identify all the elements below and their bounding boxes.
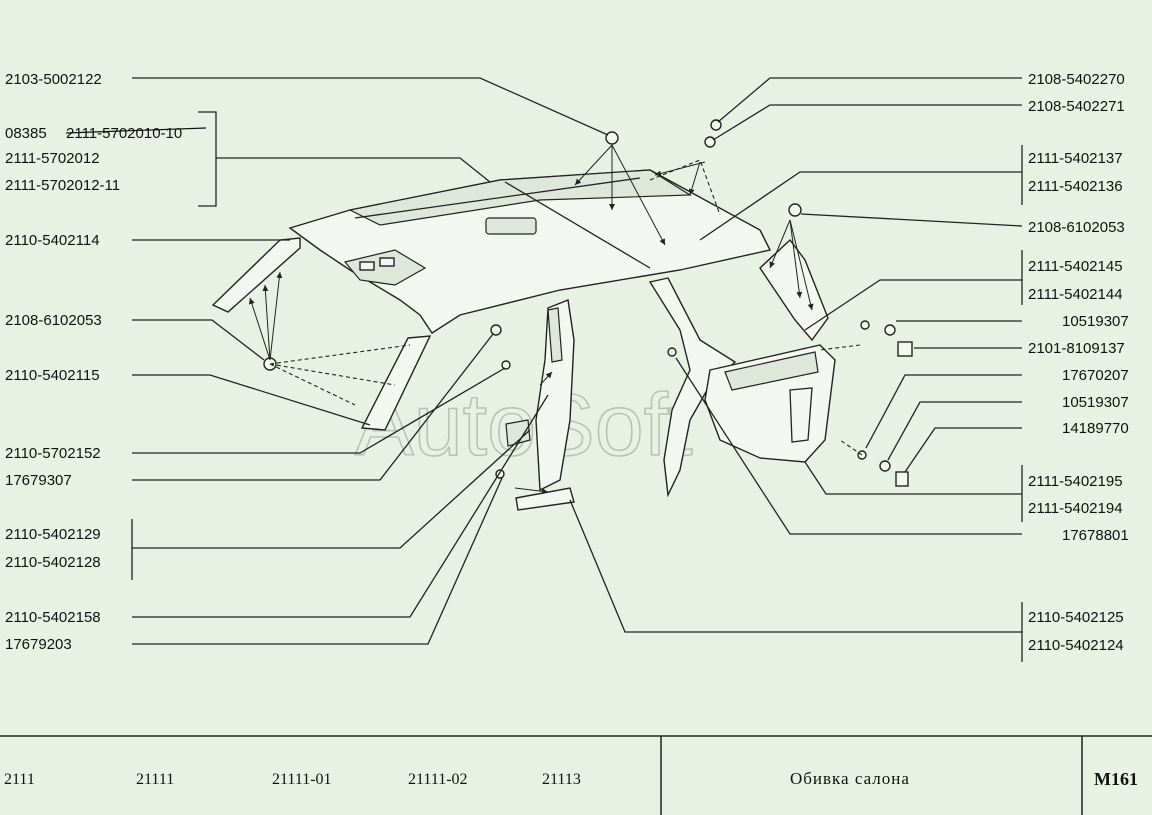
label-17679203: 17679203 <box>5 636 72 653</box>
label-2101-8109137: 2101-8109137 <box>1028 340 1125 357</box>
footer-model-2: 21111 <box>136 771 174 788</box>
label-2108-5402270: 2108-5402270 <box>1028 71 1125 88</box>
clip-visor-a <box>710 119 722 131</box>
sunroof-line <box>504 181 651 269</box>
label-17679307: 17679307 <box>5 472 72 489</box>
washer-10519307 <box>884 324 896 336</box>
label-2108-5402271: 2108-5402271 <box>1028 98 1125 115</box>
pillar-trim-front-left <box>211 237 301 313</box>
pillar-trim-middle-left <box>360 335 432 431</box>
lamp-left <box>359 261 375 271</box>
strike-line <box>65 127 207 134</box>
label-2110-5402114: 2110-5402114 <box>5 232 100 249</box>
label-2110-5402129: 2110-5402129 <box>5 526 101 543</box>
footer-code: M161 <box>1094 769 1138 789</box>
drawing <box>211 119 913 511</box>
footer: 2111 21111 21111-01 21111-02 21113 Обивк… <box>0 735 1152 815</box>
label-2111-5402144: 2111-5402144 <box>1028 286 1123 303</box>
pillar-b-upper-detail <box>547 307 563 363</box>
leader-lines <box>131 77 1023 662</box>
clip-rear-pillar <box>788 203 802 217</box>
dome-light-opening <box>485 217 537 235</box>
labels-left: 2103-5002122 08385 2111-5702010-10 2111-… <box>5 71 207 653</box>
pillar-b-lower-trim <box>515 487 575 511</box>
label-2111-5702012: 2111-5702012 <box>5 150 100 167</box>
footer-model-5: 21113 <box>542 771 581 788</box>
clip-visor-b <box>704 136 716 148</box>
screw-10519307-top <box>860 320 870 330</box>
label-2111-5402195: 2111-5402195 <box>1028 473 1123 490</box>
label-2111-5702010-10: 2111-5702010-10 <box>66 125 182 142</box>
label-10519307-b: 10519307 <box>1062 394 1129 411</box>
footer-model-4: 21111-02 <box>408 771 468 788</box>
label-2110-5702152: 2110-5702152 <box>5 445 101 462</box>
labels-right: 2108-5402270 2108-5402271 2111-5402137 2… <box>1028 71 1129 654</box>
label-2111-5402194: 2111-5402194 <box>1028 500 1123 517</box>
clip-14189770 <box>895 471 909 487</box>
label-2111-5702012-11: 2111-5702012-11 <box>5 177 120 194</box>
label-2108-6102053-left: 2108-6102053 <box>5 312 102 329</box>
label-14189770: 14189770 <box>1062 420 1129 437</box>
washer-10519307-lower <box>879 460 891 472</box>
screw-5702152 <box>501 360 511 370</box>
label-2110-5402124: 2110-5402124 <box>1028 637 1124 654</box>
label-2110-5402125: 2110-5402125 <box>1028 609 1124 626</box>
label-17678801: 17678801 <box>1062 527 1129 544</box>
label-2110-5402128: 2110-5402128 <box>5 554 101 571</box>
plug-17679307 <box>490 324 502 336</box>
footer-title: Обивка салона <box>790 769 910 788</box>
headliner-crease <box>354 177 641 219</box>
label-2110-5402115: 2110-5402115 <box>5 367 100 384</box>
label-17670207: 17670207 <box>1062 367 1129 384</box>
label-2111-5402136: 2111-5402136 <box>1028 178 1123 195</box>
label-08385: 08385 <box>5 125 47 142</box>
label-2103-5002122: 2103-5002122 <box>5 71 102 88</box>
label-2108-6102053-right: 2108-6102053 <box>1028 219 1125 236</box>
footer-model-3: 21111-01 <box>272 771 332 788</box>
clip-headliner <box>605 131 619 145</box>
quarter-trim-pocket <box>789 387 813 443</box>
quarter-trim-top <box>724 351 819 391</box>
label-2111-5402145: 2111-5402145 <box>1028 258 1123 275</box>
clip-8109137 <box>897 341 913 357</box>
label-2111-5402137: 2111-5402137 <box>1028 150 1123 167</box>
footer-model-1: 2111 <box>4 771 35 788</box>
label-10519307-a: 10519307 <box>1062 313 1129 330</box>
screw-17678801 <box>667 347 677 357</box>
pillar-trim-rear-right <box>759 238 829 342</box>
pillar-trim-c <box>648 277 737 498</box>
seatbelt-guide <box>505 419 531 447</box>
headliner-rear-console <box>343 249 427 286</box>
lamp-right <box>379 257 395 267</box>
pillar-trim-b <box>535 299 575 492</box>
label-2110-5402158: 2110-5402158 <box>5 609 101 626</box>
